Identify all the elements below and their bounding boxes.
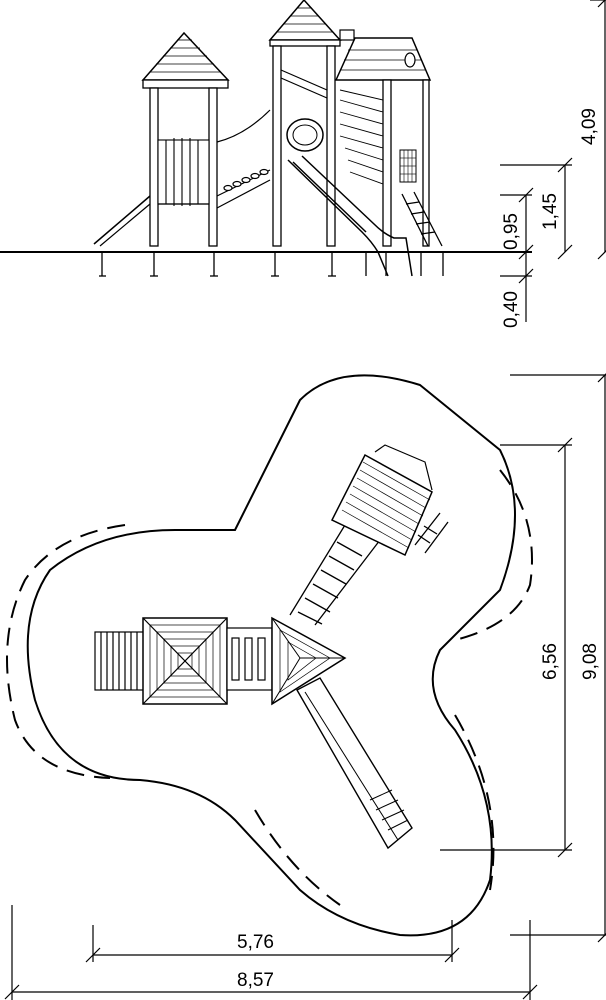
- elevation-view: 4,09 1,45 0,95 0,40: [0, 0, 606, 328]
- plan-square-roof: [142, 617, 228, 705]
- dim-foundation-depth: 0,40: [501, 291, 522, 328]
- dim-outer-length: 9,08: [580, 643, 601, 680]
- right-house: [334, 29, 443, 247]
- plan-view: 6,56 9,08 5,76 8,57: [4, 373, 606, 1000]
- foundation-posts: [99, 252, 444, 277]
- dim-platform-low: 0,95: [501, 213, 522, 250]
- plan-slide: [296, 677, 413, 850]
- plan-house-roof: [330, 444, 449, 557]
- elevation-dimension-lines: [500, 0, 606, 322]
- left-tower: [93, 31, 230, 247]
- plan-ladder-bridge: [289, 524, 381, 626]
- fall-zone-dashed: [6, 524, 126, 779]
- plan-ramp: [94, 631, 146, 691]
- plan-bridge: [226, 627, 273, 691]
- dim-total-height: 4,09: [579, 108, 600, 145]
- plan-triangle-roof: [271, 616, 347, 706]
- slide: [287, 155, 413, 277]
- dim-platform-high: 1,45: [540, 193, 561, 230]
- safety-area-outline: [26, 374, 516, 937]
- dim-inner-width: 5,76: [237, 932, 274, 953]
- middle-tower: [268, 0, 342, 247]
- rope-bridge: [216, 109, 271, 209]
- dim-inner-length: 6,56: [540, 643, 561, 680]
- plan-dimension-lines: [4, 373, 606, 1000]
- dim-outer-width: 8,57: [237, 970, 274, 991]
